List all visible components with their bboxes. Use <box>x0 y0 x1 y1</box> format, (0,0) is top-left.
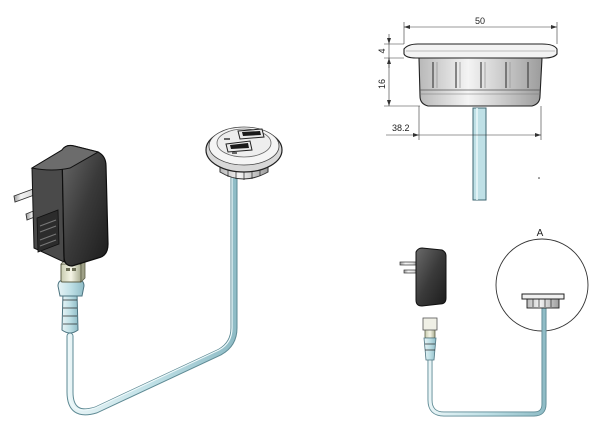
dimension-diameter: 38.2 <box>386 106 542 140</box>
installation-power-adapter <box>399 247 447 307</box>
dimension-diameter-label: 38.2 <box>392 123 410 133</box>
dimension-body-height: 16 <box>377 58 420 107</box>
side-view-body <box>418 57 543 107</box>
installation-usb-plug <box>422 317 438 361</box>
usb-port-top <box>237 128 265 140</box>
side-view-cable <box>472 107 487 201</box>
installation-grommet <box>521 293 565 309</box>
usb-cable <box>66 174 238 416</box>
isometric-view <box>13 126 283 416</box>
usb-port-bottom <box>225 140 253 153</box>
power-adapter <box>13 144 109 267</box>
installation-view: A <box>399 228 589 417</box>
grommet-usb-hub <box>205 126 283 180</box>
dimension-flange: 4 <box>377 34 404 68</box>
dimension-body-height-label: 16 <box>377 79 387 89</box>
installation-cable <box>427 303 547 417</box>
detail-label: A <box>537 228 544 239</box>
dimension-width: 50 <box>403 16 558 44</box>
usb-plug <box>57 259 86 334</box>
dimension-width-label: 50 <box>475 16 485 26</box>
dimension-flange-label: 4 <box>377 48 387 53</box>
side-view-flange <box>403 43 558 59</box>
stray-mark <box>538 177 540 179</box>
dimensioned-side-view: 50 4 16 38.2 <box>377 16 558 201</box>
